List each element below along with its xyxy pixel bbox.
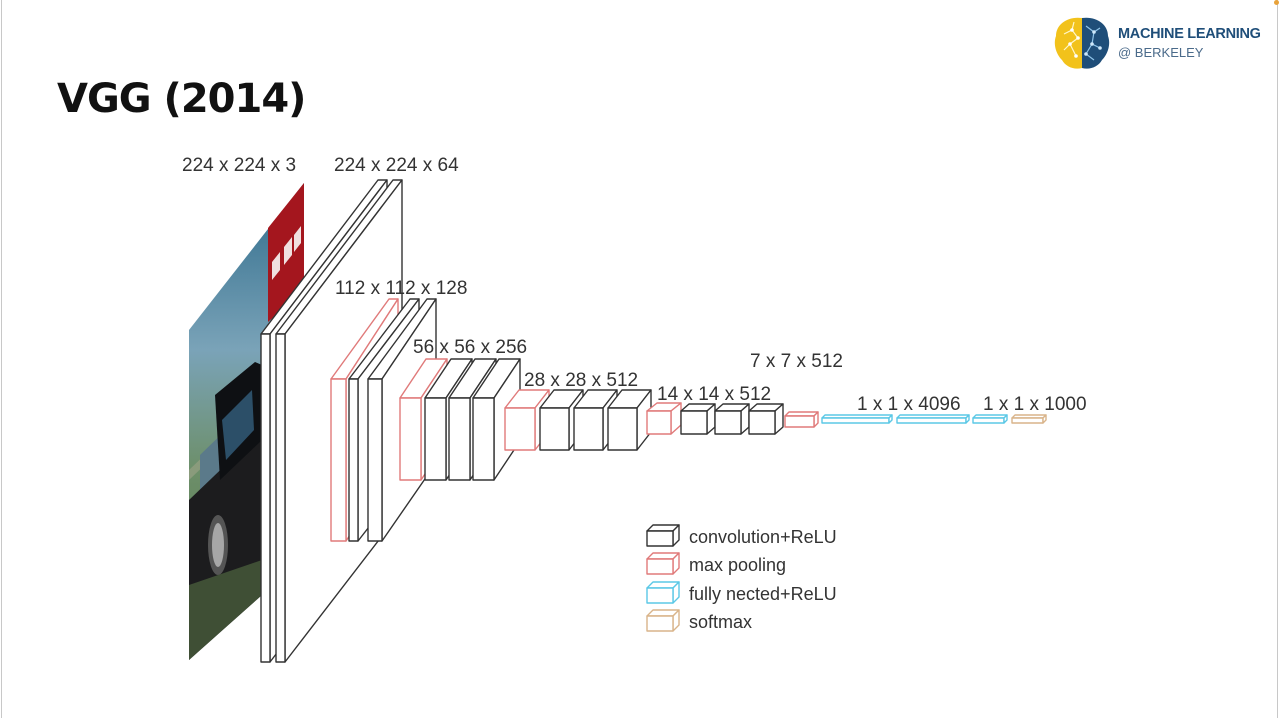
label-conv4: 28 x 28 x 512 <box>524 370 638 391</box>
svg-text:convolution+ReLU: convolution+ReLU <box>689 527 837 547</box>
maxpool-4 <box>646 402 682 435</box>
maxpool-5 <box>784 411 819 428</box>
brain-icon <box>1054 17 1110 69</box>
fully-connected-layers <box>821 414 1008 424</box>
label-conv1: 224 x 224 x 64 <box>334 155 459 176</box>
logo-subtitle: @ BERKELEY <box>1118 45 1204 60</box>
legend-item-fully-connected: fully nected+ReLU <box>646 581 837 604</box>
softmax-layer <box>1011 414 1047 424</box>
label-fc: 1 x 1 x 4096 <box>857 394 961 415</box>
legend: convolution+ReLU max pooling fully necte… <box>646 524 837 632</box>
logo-title: MACHINE LEARNING <box>1118 26 1261 42</box>
svg-text:max pooling: max pooling <box>689 555 786 575</box>
conv-block-4 <box>539 389 652 451</box>
slide-title: VGG (2014) <box>57 76 306 122</box>
label-conv5: 14 x 14 x 512 <box>657 384 771 405</box>
label-input: 224 x 224 x 3 <box>182 155 296 176</box>
label-conv3: 56 x 56 x 256 <box>413 337 527 358</box>
legend-item-softmax: softmax <box>646 609 752 632</box>
layer-labels: 224 x 224 x 3 224 x 224 x 64 112 x 112 x… <box>182 155 1087 415</box>
conv-block-5 <box>680 403 784 435</box>
label-pool5: 7 x 7 x 512 <box>750 351 843 372</box>
legend-item-max-pooling: max pooling <box>646 552 786 575</box>
ml-berkeley-logo: MACHINE LEARNING @ BERKELEY <box>1052 14 1262 74</box>
corner-marker <box>1274 0 1279 5</box>
label-conv2: 112 x 112 x 128 <box>335 278 467 299</box>
label-softmax: 1 x 1 x 1000 <box>983 394 1087 415</box>
svg-text:fully nected+ReLU: fully nected+ReLU <box>689 584 837 604</box>
svg-text:softmax: softmax <box>689 612 752 632</box>
legend-item-convolution: convolution+ReLU <box>646 524 837 547</box>
